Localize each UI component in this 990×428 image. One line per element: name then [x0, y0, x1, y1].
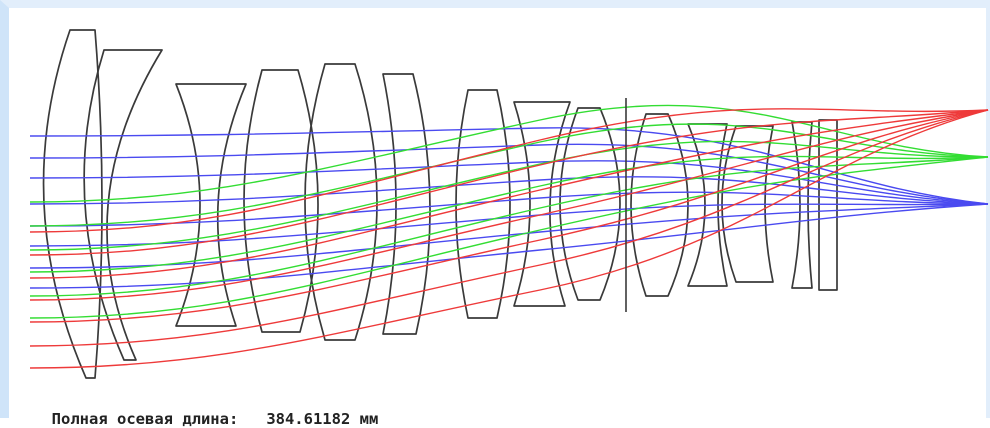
ray-blue-2	[29, 143, 989, 205]
ray-red-4	[29, 109, 989, 301]
ray-green-4	[29, 155, 989, 273]
lens-element-3	[175, 83, 247, 327]
lens-element-10	[630, 113, 689, 297]
ray-red-7	[29, 109, 989, 369]
ray-blue-7	[29, 203, 989, 269]
lens-elements	[42, 29, 838, 379]
lens-element-2	[83, 49, 163, 361]
ray-blue-4	[29, 176, 989, 205]
lens-element-1	[42, 29, 103, 379]
ray-blue-3	[29, 160, 989, 205]
ray-green-6	[29, 156, 989, 319]
ray-red-5	[29, 109, 989, 323]
ray-trace	[29, 104, 989, 369]
lens-element-9	[559, 107, 621, 301]
ray-green-2	[29, 123, 989, 227]
lens-element-14	[818, 119, 838, 291]
diagram-frame	[0, 0, 990, 418]
caption-unit: мм	[359, 410, 379, 428]
ray-blue-1	[29, 127, 989, 205]
ray-blue-5	[29, 191, 989, 227]
total-axial-length-caption: Полная осевая длина: 384.61182 мм	[33, 392, 379, 428]
caption-value: 384.61182	[266, 410, 351, 428]
ray-red-6	[29, 109, 989, 347]
caption-label: Полная осевая длина:	[51, 410, 239, 428]
lens-element-5	[304, 63, 378, 341]
lens-element-12	[721, 125, 774, 283]
optical-layout-diagram	[29, 29, 989, 379]
ray-red-3	[29, 109, 989, 279]
ray-blue-8	[29, 203, 989, 289]
ray-red-2	[29, 109, 989, 256]
lens-element-8	[513, 101, 571, 307]
ray-green-3	[29, 140, 989, 251]
ray-green-1	[29, 104, 989, 203]
lens-element-4	[243, 69, 319, 333]
ray-red-1	[29, 108, 989, 233]
